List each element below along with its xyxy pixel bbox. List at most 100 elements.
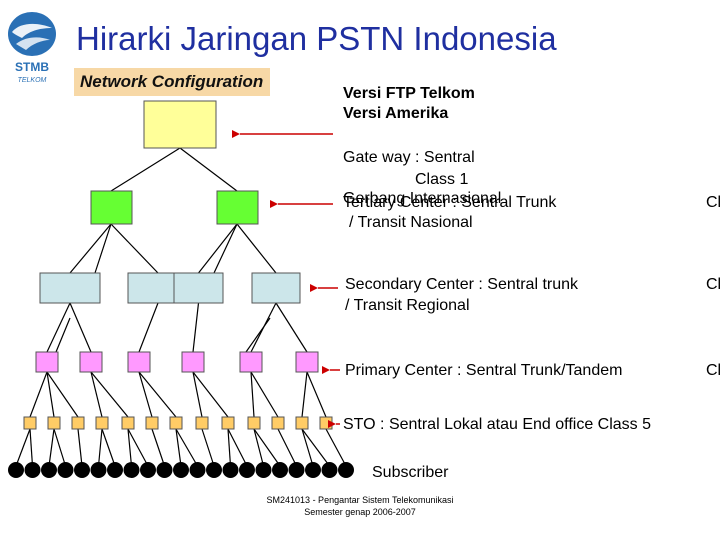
diagram-edges bbox=[15, 147, 347, 467]
edge-primary-sto bbox=[138, 371, 177, 418]
subscriber-node bbox=[107, 462, 123, 478]
edge-primary-sto bbox=[192, 371, 203, 418]
footer-course: SM241013 - Pengantar Sistem Telekomunika… bbox=[266, 495, 454, 505]
tertiary-node bbox=[216, 190, 259, 225]
primary-node bbox=[127, 351, 151, 373]
diagram-arrows bbox=[232, 130, 340, 428]
sto-node bbox=[145, 416, 159, 430]
edge-tertiary-secondary bbox=[69, 223, 112, 274]
secondary-node bbox=[251, 272, 301, 304]
edge-sto-subscriber bbox=[277, 428, 298, 467]
tertiary-label-line2: / Transit Nasional bbox=[349, 214, 473, 231]
sto-node bbox=[71, 416, 85, 430]
edge-gateway-tertiary bbox=[110, 147, 181, 192]
edge-secondary-primary bbox=[138, 302, 159, 353]
edge-sto-subscriber bbox=[15, 428, 31, 467]
telkom-logo: STMB TELKOM bbox=[8, 12, 56, 84]
edge-sto-subscriber bbox=[151, 428, 166, 467]
logo-subtext: TELKOM bbox=[18, 77, 47, 84]
edge-primary-sto bbox=[301, 371, 308, 418]
edge-primary-sto bbox=[90, 371, 103, 418]
sto-node bbox=[169, 416, 183, 430]
edge-sto-subscriber bbox=[201, 428, 215, 467]
page-subtitle: Network Configuration bbox=[74, 68, 270, 96]
edge-primary-sto bbox=[90, 371, 129, 418]
edge-primary-sto bbox=[29, 371, 48, 418]
subscriber-node bbox=[156, 462, 173, 478]
version-label-ftp: Versi FTP Telkom bbox=[343, 85, 475, 102]
footer-semester: Semester genap 2006-2007 bbox=[304, 507, 416, 517]
edge-sto-subscriber bbox=[325, 428, 347, 467]
edge-sto-subscriber bbox=[253, 428, 281, 467]
edge-sto-subscriber bbox=[175, 428, 182, 467]
sto-node bbox=[295, 416, 309, 430]
cut-off-label-secondary: Cl bbox=[706, 276, 720, 293]
edge-primary-sto bbox=[138, 371, 153, 418]
secondary-node bbox=[39, 272, 101, 304]
secondary-label-line2: / Transit Regional bbox=[345, 297, 470, 314]
footer: SM241013 - Pengantar Sistem Telekomunika… bbox=[250, 494, 470, 518]
cut-off-label-primary: Cl bbox=[706, 362, 720, 379]
subscriber-node bbox=[24, 462, 41, 478]
edge-sto-subscriber bbox=[175, 428, 199, 467]
sto-node bbox=[271, 416, 285, 430]
edge-primary-sto bbox=[250, 371, 255, 418]
logo-text: STMB bbox=[15, 60, 49, 74]
edge-tertiary-secondary bbox=[198, 223, 238, 274]
edge-sto-subscriber bbox=[127, 428, 133, 467]
gateway-label-line1: Gate way : Sentral bbox=[343, 149, 475, 166]
gateway-label-line2: Class 1 bbox=[415, 171, 469, 188]
cut-off-label-tertiary: Cl bbox=[706, 194, 720, 211]
sto-node bbox=[247, 416, 261, 430]
secondary-node bbox=[173, 272, 224, 304]
edge-sto-subscriber bbox=[253, 428, 265, 467]
subscriber-node bbox=[189, 462, 206, 478]
sto-node bbox=[23, 416, 37, 430]
subscriber-node bbox=[255, 462, 272, 478]
subscriber-node bbox=[321, 462, 338, 478]
edge-secondary-primary bbox=[245, 317, 271, 353]
edge-secondary-primary bbox=[46, 302, 71, 353]
diagram-nodes bbox=[8, 100, 354, 478]
edge-primary-sto bbox=[192, 371, 229, 418]
subscriber-node bbox=[41, 462, 57, 478]
tertiary-node bbox=[90, 190, 133, 225]
subscriber-node bbox=[239, 462, 255, 478]
subscriber-node bbox=[140, 462, 156, 478]
subscriber-node bbox=[222, 462, 239, 478]
edge-primary-sto bbox=[250, 371, 279, 418]
edge-sto-subscriber bbox=[97, 428, 103, 467]
edge-sto-subscriber bbox=[127, 428, 149, 467]
gerbang-label: Gerbang Internasional bbox=[343, 190, 502, 207]
edge-tertiary-secondary bbox=[213, 223, 238, 274]
edge-secondary-primary bbox=[55, 317, 71, 353]
primary-node bbox=[35, 351, 59, 373]
edge-secondary-primary bbox=[192, 302, 200, 353]
edge-secondary-primary bbox=[275, 302, 308, 353]
subscriber-node bbox=[8, 462, 24, 478]
gateway-node bbox=[143, 100, 217, 149]
edge-sto-subscriber bbox=[29, 428, 34, 467]
tertiary-label-line1: Tertiary Center : Sentral Trunk bbox=[343, 194, 557, 211]
edge-gateway-tertiary bbox=[179, 147, 238, 192]
subscriber-node bbox=[173, 462, 189, 478]
subscriber-node bbox=[338, 462, 354, 478]
edge-sto-subscriber bbox=[53, 428, 67, 467]
edge-sto-subscriber bbox=[101, 428, 116, 467]
subscriber-node bbox=[57, 462, 74, 478]
edge-sto-subscriber bbox=[77, 428, 83, 467]
sto-node bbox=[221, 416, 235, 430]
edge-sto-subscriber bbox=[227, 428, 232, 467]
subscriber-node bbox=[272, 462, 288, 478]
subscriber-node bbox=[305, 462, 321, 478]
sto-node bbox=[47, 416, 61, 430]
sto-node bbox=[319, 416, 333, 430]
sto-node bbox=[195, 416, 209, 430]
edge-primary-sto bbox=[46, 371, 55, 418]
edge-tertiary-secondary bbox=[94, 223, 112, 274]
page-title: Hirarki Jaringan PSTN Indonesia bbox=[76, 20, 557, 57]
edge-tertiary-secondary bbox=[236, 223, 277, 274]
edge-sto-subscriber bbox=[48, 428, 55, 467]
edge-sto-subscriber bbox=[227, 428, 248, 467]
